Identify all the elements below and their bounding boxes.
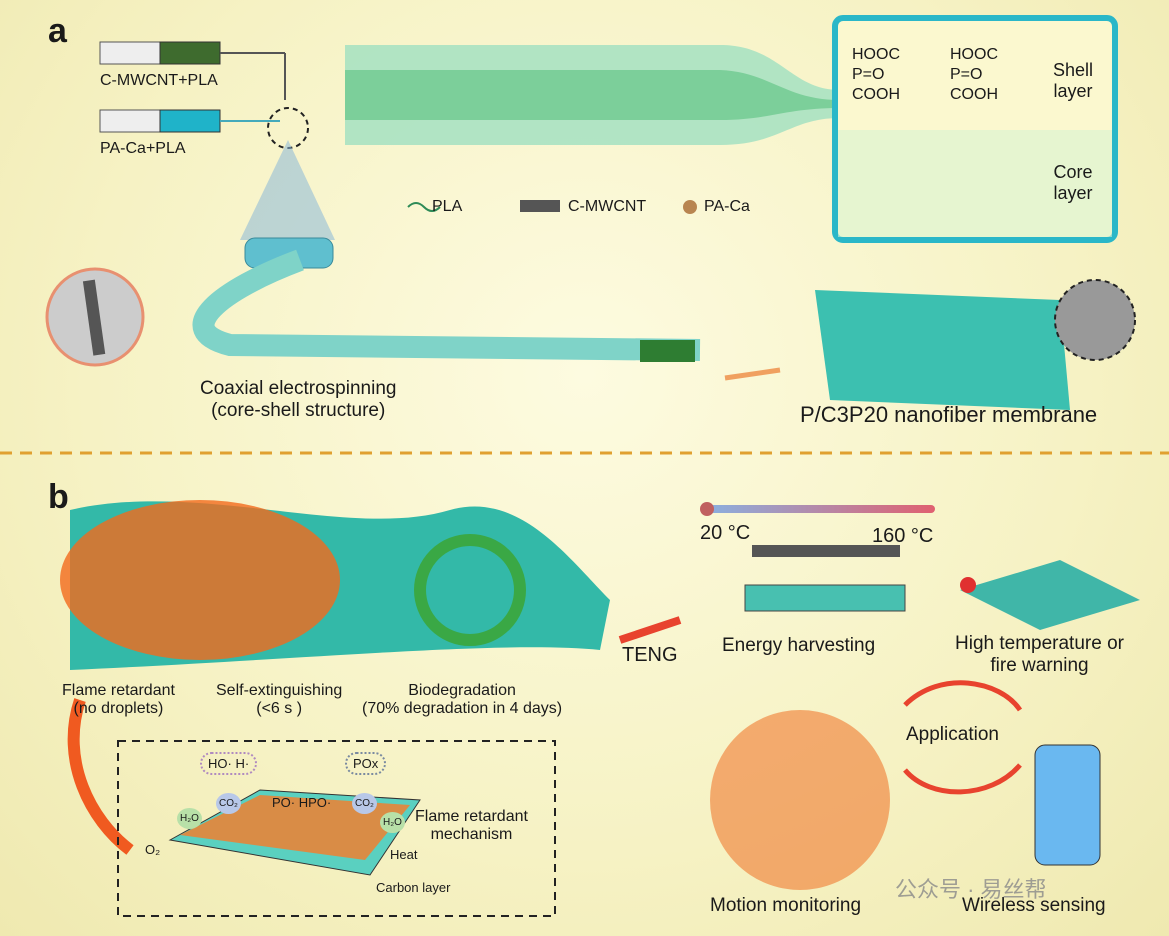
panel-label-a: a [48,12,67,50]
membrane-caption: P/C3P20 nanofiber membrane [800,402,1098,427]
carbon-layer-label: Carbon layer [376,880,451,895]
flame-retardant-caption: Flame retardant(no droplets) [62,682,175,717]
firefighters-image [710,710,890,890]
teng-label: TENG [622,644,678,666]
h2o-bubble-right: H₂O [380,812,405,833]
cmwcnt-legend-icon [520,200,560,212]
self-extinguishing-caption: Self-extinguishing(<6 s ) [216,682,343,717]
paca-legend-icon [683,200,697,214]
flame-icon [60,500,340,660]
temp-high-label: 160 °C [872,525,934,547]
shell-layer-label: Shell layer [1052,60,1094,101]
pla-legend-icon [407,202,441,212]
smartphone-icon [1034,744,1101,866]
heat-label: Heat [390,847,418,862]
panel-label-b: b [48,478,69,516]
o2-label: O₂ [145,842,161,857]
mechanism-arrow-icon [67,698,134,855]
application-label: Application [906,724,999,745]
fiber-magnified-core [345,70,840,120]
temp-low-label: 20 °C [700,522,751,544]
syringe-bottom [99,109,280,133]
pox-label: POx [345,752,387,775]
po-hpo-label: PO· HPO· [272,795,332,810]
tem-fiber [82,279,106,356]
syringe-top [99,41,286,100]
temperature-bar [705,505,935,513]
legend-pla: PLA [432,198,463,215]
biodegradation-caption: Biodegradation(70% degradation in 4 days… [362,682,563,717]
syringe-bottom-label: PA-Ca+PLA [100,140,186,157]
teng-arrow-icon [618,616,682,644]
fiber-jet [240,140,335,240]
alarm-light-icon [960,577,976,593]
recycle-icon [414,534,526,646]
process-caption: Coaxial electrospinning(core-shell struc… [200,378,397,421]
wireless-sensing-label: Wireless sensing [962,895,1106,916]
h2o-bubble-left: H₂O [177,808,202,829]
energy-harvesting-label: Energy harvesting [722,635,876,656]
watermark: 公众号 · 易丝帮 [895,877,1047,902]
membrane [815,290,1070,410]
legend-cmwcnt: C-MWCNT [568,198,647,215]
cycle-arrow-top [903,680,1023,712]
mechanism-flame [180,795,410,860]
fiber-core [640,340,695,362]
motion-monitoring-label: Motion monitoring [710,895,862,916]
cycle-arrow-bottom [903,763,1022,795]
thermometer-bulb [700,502,714,516]
radicals-label: HO· H· [200,752,258,775]
syringe-top-label: C-MWCNT+PLA [100,72,218,89]
co2-bubble-right: CO₂ [352,793,377,814]
fiber-tube [192,249,701,361]
core-region [838,130,1112,237]
legend-paca: PA-Ca [704,198,750,215]
mechanism-box [117,740,556,917]
sem-inset [1054,279,1136,361]
teng-top-plate [752,545,900,557]
teng-device [744,584,906,612]
co2-bubble-left: CO₂ [216,793,241,814]
fire-warning-device [960,560,1140,630]
arrow-icon [724,367,781,381]
core-layer-label: Core layer [1053,162,1093,203]
